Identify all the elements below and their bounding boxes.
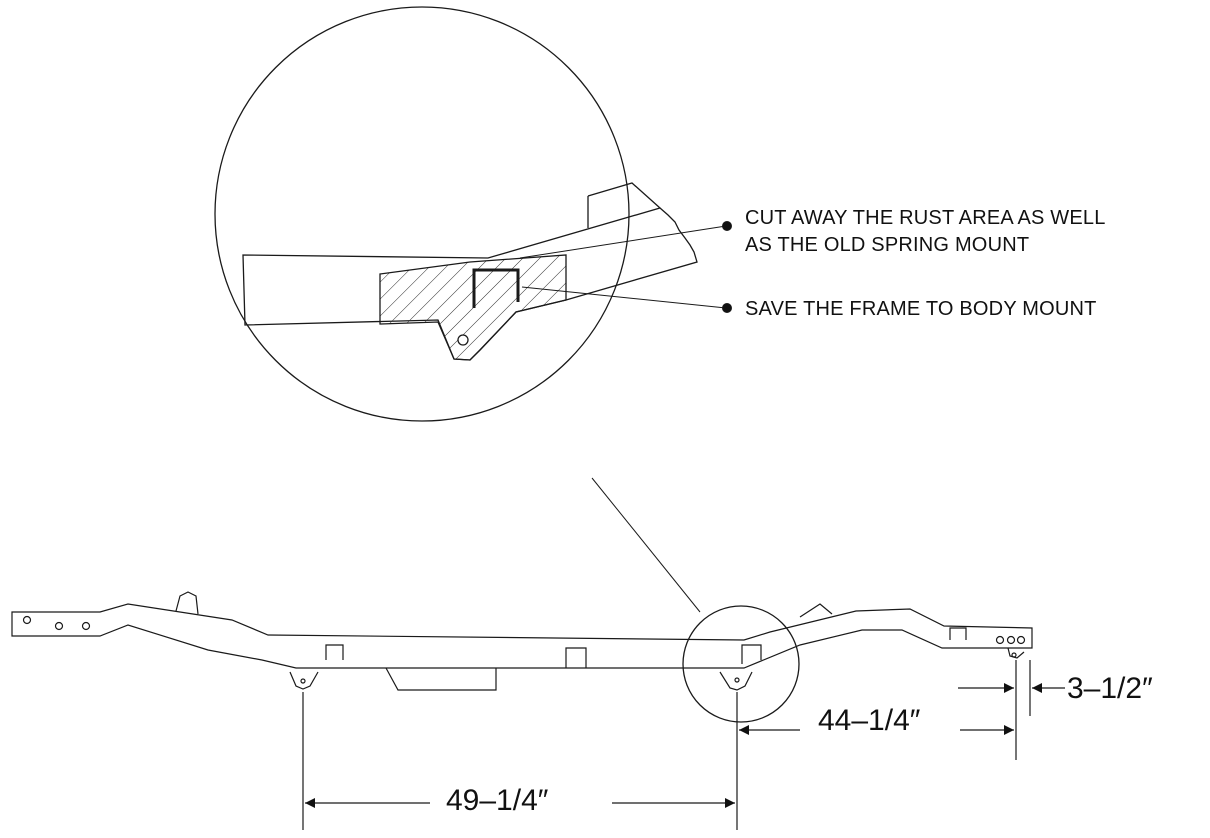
detail-body-mount-bracket: [587, 182, 661, 209]
detail-old-spring-mount: [472, 268, 520, 308]
frame-rail-full: [11, 591, 1033, 691]
frame-crossmember: [385, 667, 497, 691]
callout-cut-rust: CUT AWAY THE RUST AREA AS WELL AS THE OL…: [745, 205, 1106, 259]
detail-view: [214, 6, 698, 422]
callout-save-mount: SAVE THE FRAME TO BODY MOUNT: [745, 296, 1097, 323]
callout-cut-line1: CUT AWAY THE RUST AREA AS WELL: [745, 207, 1106, 229]
dimension-front-span-label: 44–1/4″: [812, 704, 927, 738]
dimension-rear-span-label: 49–1/4″: [438, 784, 557, 818]
dimension-offset-label: 3–1/2″: [1065, 672, 1155, 706]
dimension-lines: [302, 660, 1066, 830]
callout-save-text: SAVE THE FRAME TO BODY MOUNT: [745, 298, 1097, 320]
callout-cut-line2: AS THE OLD SPRING MOUNT: [745, 234, 1030, 256]
detail-bolt-hole: [457, 334, 469, 346]
detail-circle: [214, 6, 630, 422]
callout-leaders: [519, 221, 732, 613]
zoom-circle: [682, 605, 800, 723]
